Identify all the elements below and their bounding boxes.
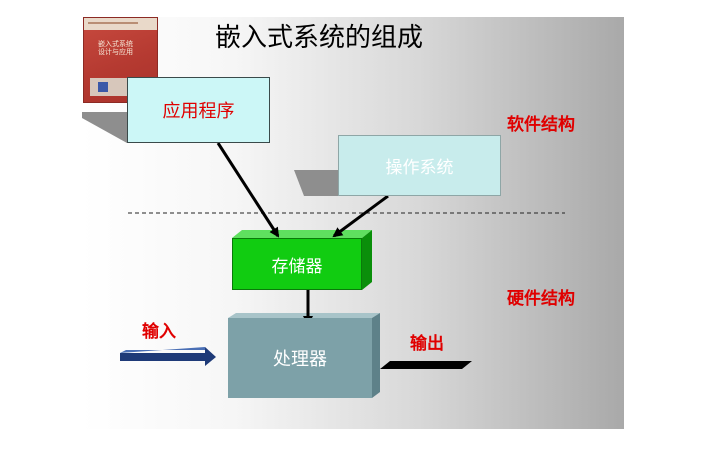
hardware-structure-label: 硬件结构 xyxy=(507,289,575,309)
publisher-logo-icon xyxy=(98,82,108,92)
book-cover-image: 嵌入式系统设计与应用 xyxy=(83,17,158,103)
software-structure-label: 软件结构 xyxy=(507,115,575,135)
slide-title: 嵌入式系统的组成 xyxy=(215,23,424,53)
memory-box: 存储器 xyxy=(232,238,362,290)
book-cover-header xyxy=(84,18,157,30)
operating-system-box: 操作系统 xyxy=(338,135,501,196)
book-cover-title: 嵌入式系统设计与应用 xyxy=(98,40,133,56)
processor-box: 处理器 xyxy=(228,318,372,398)
input-label: 输入 xyxy=(142,322,176,342)
output-label: 输出 xyxy=(410,334,444,354)
application-box: 应用程序 xyxy=(127,77,270,143)
